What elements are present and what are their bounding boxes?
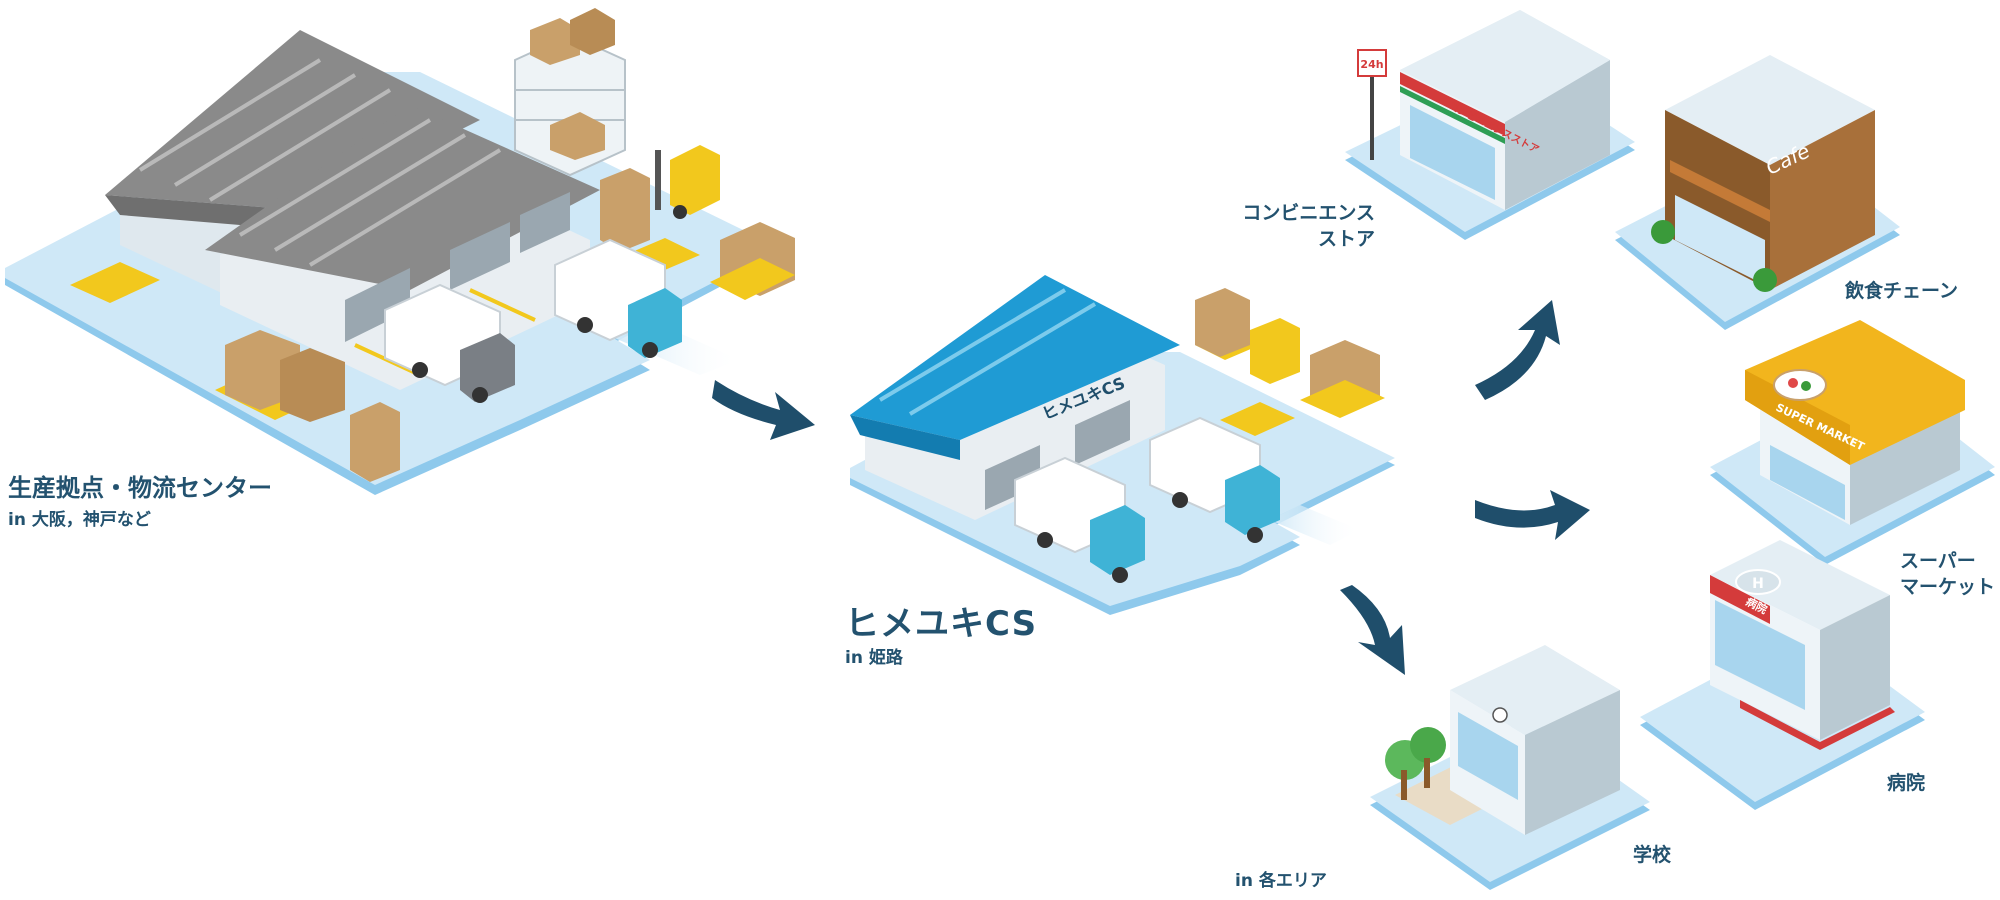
origin-subtitle: in 大阪，神戸など bbox=[8, 510, 151, 530]
roof-lines-front bbox=[238, 118, 502, 267]
arrow-origin-to-hub bbox=[712, 380, 815, 440]
label-convenience-store: コンビニエンス ストア bbox=[1215, 200, 1375, 252]
hub-road bbox=[1270, 505, 1360, 545]
label-convenience-line2: ストア bbox=[1317, 228, 1375, 250]
building-restaurant: Cafe bbox=[1615, 55, 1900, 330]
truck-gray bbox=[384, 283, 515, 403]
truck-blue-origin bbox=[554, 238, 682, 358]
arrow-hub-to-convenience bbox=[1475, 300, 1560, 400]
hub-roof-lines bbox=[878, 288, 1097, 416]
storage-rack bbox=[514, 8, 626, 177]
forklift bbox=[655, 145, 720, 219]
label-hospital: 病院 bbox=[1887, 772, 1926, 794]
arrow-hub-to-supermarket bbox=[1475, 490, 1590, 540]
hospital-roof-mark: H bbox=[1752, 576, 1764, 592]
hub-title: ヒメユキCS bbox=[845, 604, 1038, 644]
hub-dock-doors bbox=[985, 400, 1130, 510]
convenience-pole-sign: 24h bbox=[1360, 58, 1383, 71]
truck-blue-hub-1 bbox=[1014, 456, 1145, 583]
building-supermarket: SUPER MARKET bbox=[1710, 320, 1995, 565]
label-supermarket-line2: マーケット bbox=[1900, 576, 1996, 598]
roof-lines-back bbox=[138, 58, 392, 202]
label-school: 学校 bbox=[1633, 844, 1672, 866]
building-convenience-store: コンビニエンスストア 24h bbox=[1345, 10, 1635, 240]
hub-cargo bbox=[1195, 288, 1385, 436]
destinations-area: in 各エリア bbox=[1235, 871, 1327, 891]
dock-doors bbox=[345, 192, 570, 342]
truck-blue-hub-2 bbox=[1149, 416, 1280, 543]
building-hospital: 病院 H bbox=[1640, 540, 1925, 810]
label-supermarket-line1: スーパー bbox=[1900, 550, 1976, 572]
origin-facility bbox=[5, 8, 795, 495]
hub-facility: ヒメユキCS bbox=[850, 275, 1395, 615]
label-convenience-line1: コンビニエンス bbox=[1242, 202, 1375, 224]
label-restaurant: 飲食チェーン bbox=[1845, 280, 1959, 302]
pallet-left bbox=[70, 262, 160, 303]
label-supermarket: スーパー マーケット bbox=[1900, 548, 1995, 600]
building-school bbox=[1370, 645, 1650, 890]
hub-roof-side bbox=[850, 415, 960, 460]
origin-title: 生産拠点・物流センター bbox=[8, 474, 272, 502]
hub-subtitle: in 姫路 bbox=[845, 648, 903, 668]
warehouse-roof-front bbox=[205, 105, 600, 290]
cargo-left bbox=[215, 330, 400, 482]
arrow-hub-to-school bbox=[1340, 585, 1405, 675]
